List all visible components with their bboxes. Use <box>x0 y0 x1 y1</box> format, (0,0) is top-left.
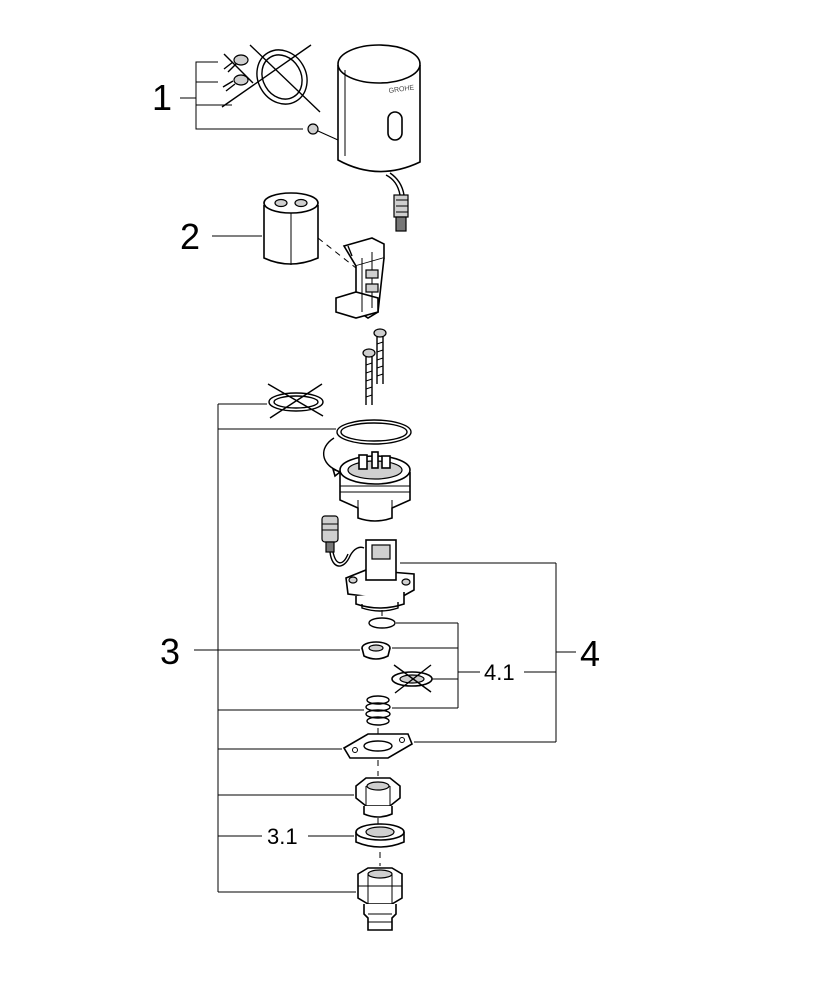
callout-label-1: 1 <box>152 77 172 118</box>
screw-top <box>223 54 249 73</box>
callout-label-4: 4 <box>580 633 600 674</box>
connector-fitting <box>357 867 403 931</box>
filter-disc-crossed <box>391 664 433 694</box>
callout-bracket-4: 4 <box>400 562 600 743</box>
valve-mounting-body <box>323 437 411 522</box>
large-gasket <box>336 419 412 445</box>
callout-label-2: 2 <box>180 216 200 257</box>
hex-nut <box>355 777 401 826</box>
small-o-ring <box>368 610 396 629</box>
brand-logo: GROHE <box>388 84 415 95</box>
screw-middle <box>222 74 249 92</box>
callout-label-4-1: 4.1 <box>484 660 515 685</box>
callout-3-1: 3.1 <box>218 824 354 849</box>
part-1-fastener-set: 1 <box>152 44 339 141</box>
valve-seat <box>361 641 391 660</box>
callout-label-3-1: 3.1 <box>267 824 298 849</box>
solenoid-valve <box>321 515 415 612</box>
callout-label-3: 3 <box>160 631 180 672</box>
battery-holder <box>335 237 385 319</box>
callout-bracket-3: 3 <box>160 403 364 893</box>
callout-bracket-4-1: 4.1 <box>392 622 515 709</box>
screws-cross-out <box>223 53 254 84</box>
ring-3-1 <box>355 823 405 866</box>
o-ring-crossed <box>221 44 321 113</box>
sensor-housing: GROHE <box>337 44 421 232</box>
sensor-window <box>387 111 403 141</box>
small-screw <box>307 123 339 141</box>
flange-gasket <box>342 733 413 776</box>
part-2-battery: 2 <box>180 192 357 269</box>
solenoid-plug <box>321 515 339 543</box>
long-screws <box>362 328 387 405</box>
o-ring-crossed-2 <box>267 383 324 419</box>
